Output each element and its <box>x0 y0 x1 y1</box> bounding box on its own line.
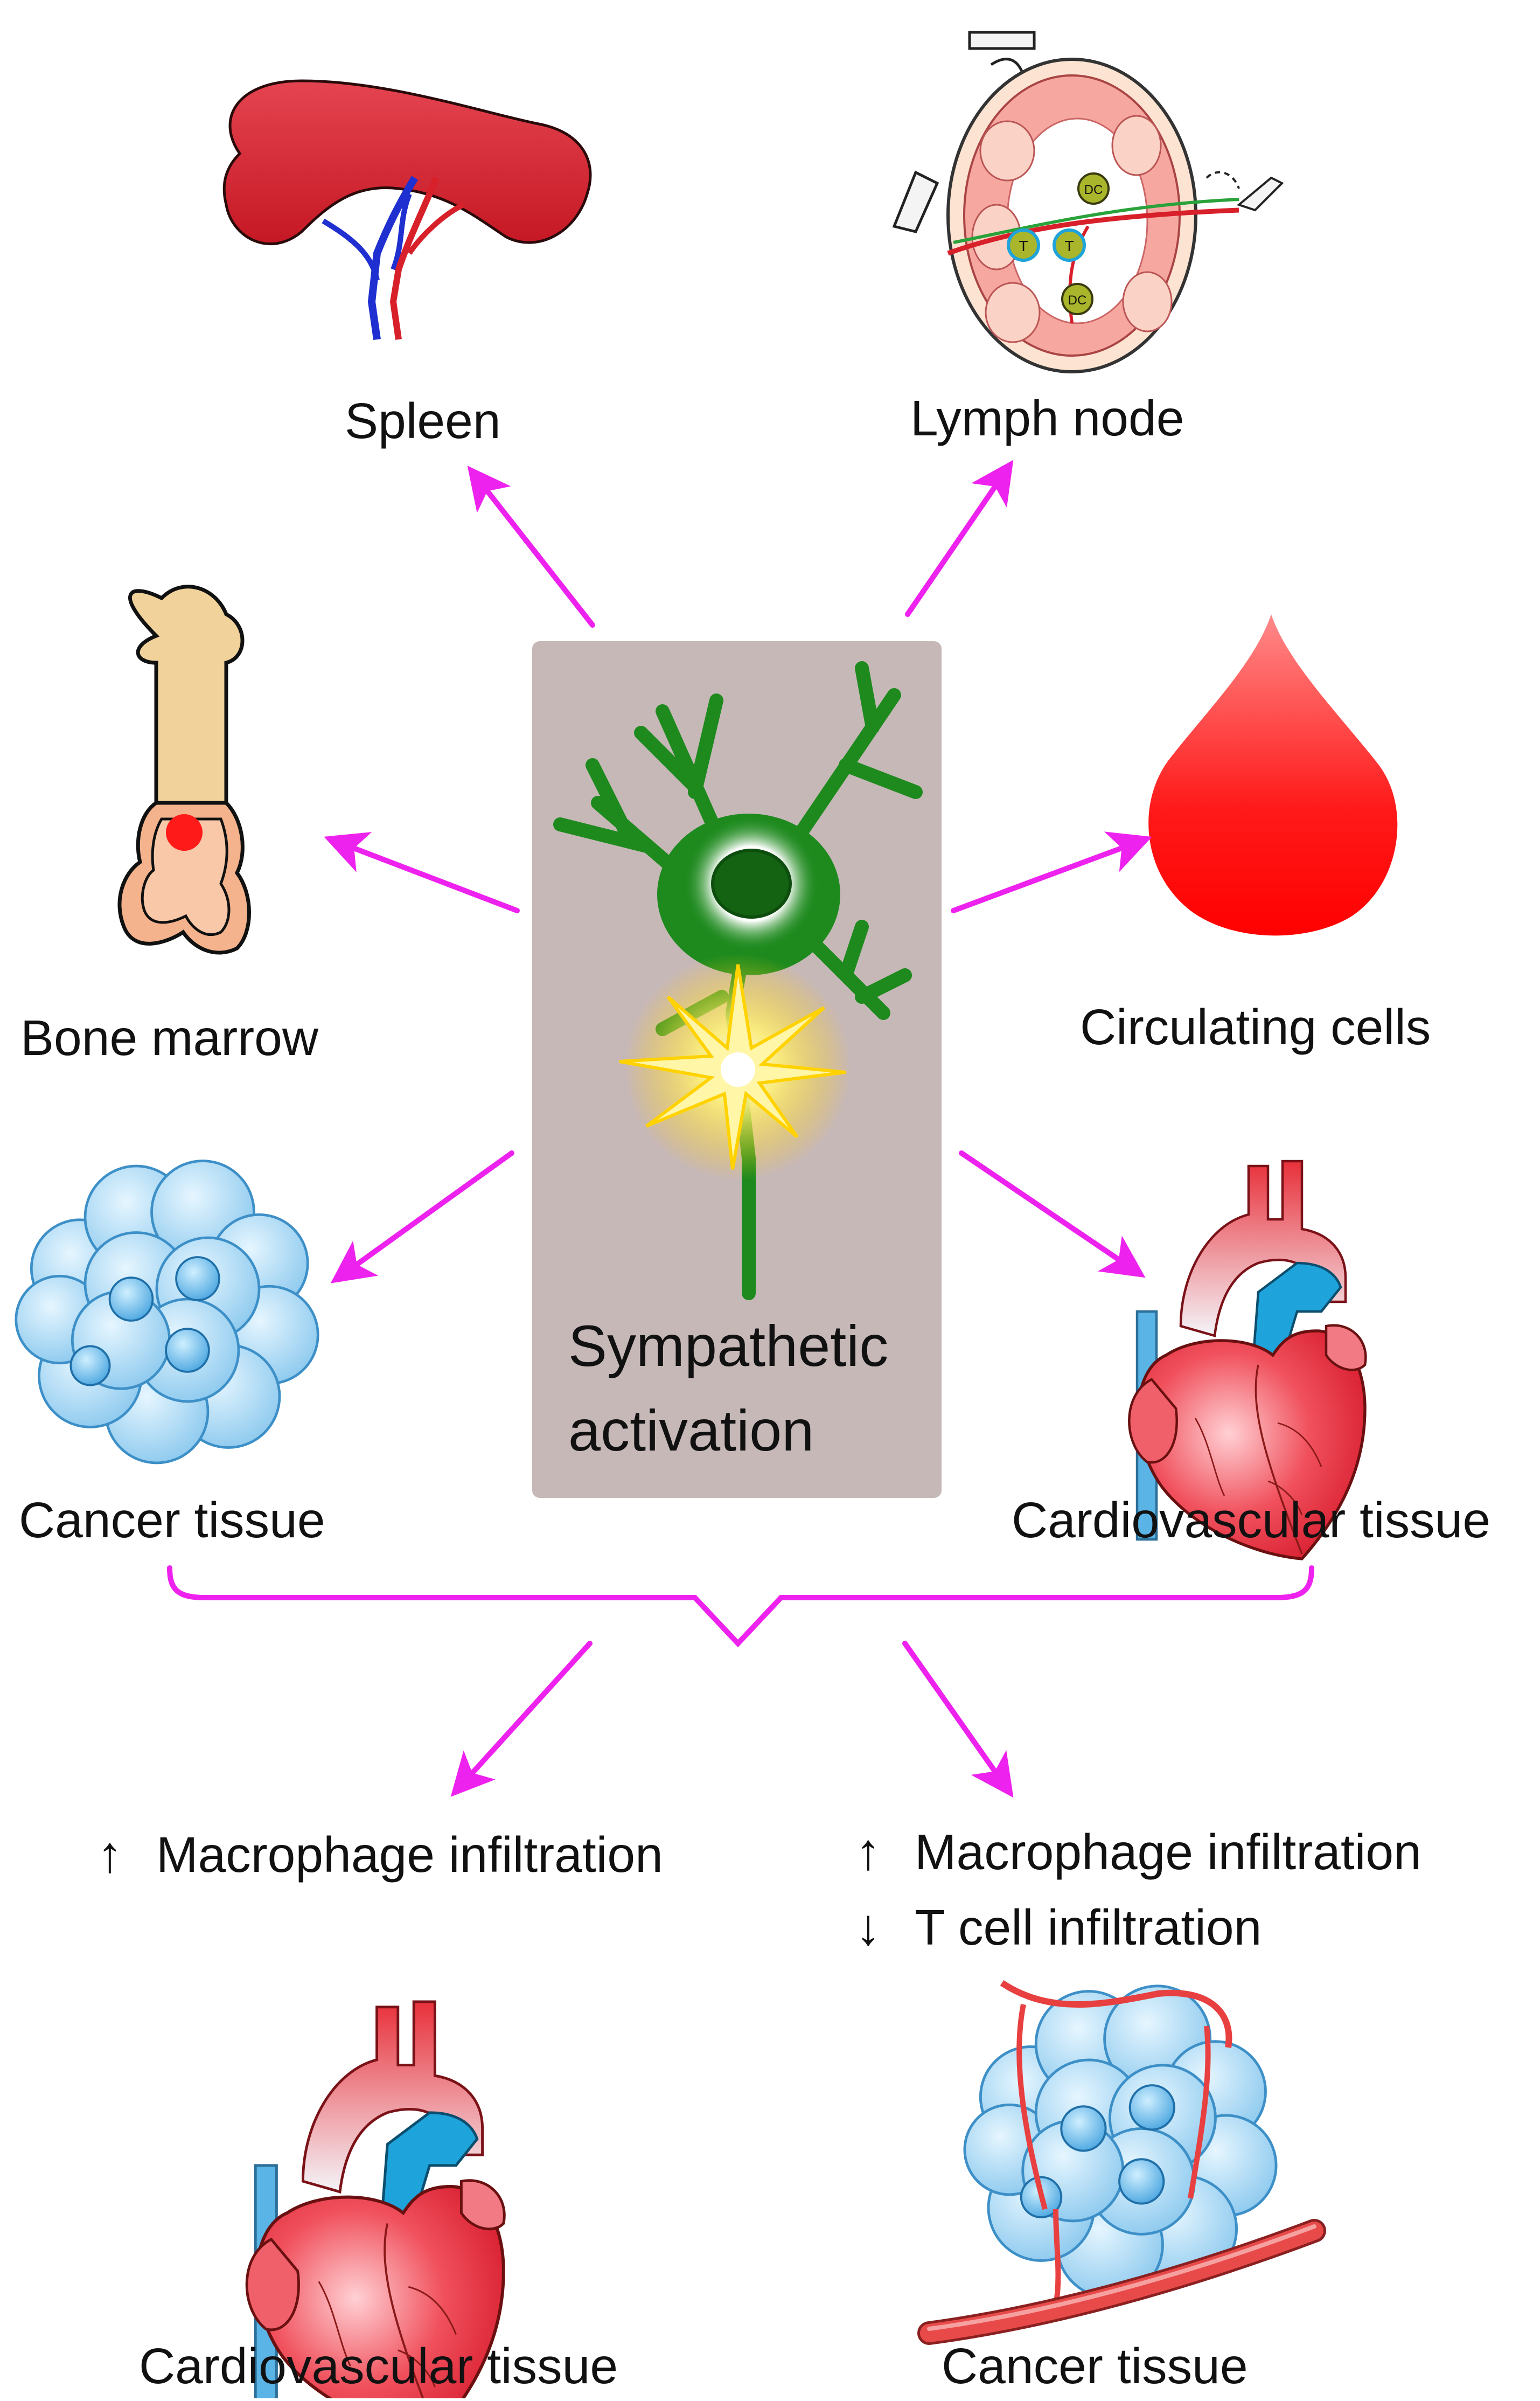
center-label-line2: activation <box>568 1397 814 1463</box>
combining-brace <box>167 1565 1314 1648</box>
arrow-to-lymph-node <box>905 460 1014 617</box>
arrows <box>167 460 1314 1798</box>
cancer-outcome-illustration <box>917 1980 1326 2345</box>
label-lymph-node: Lymph node <box>910 390 1184 446</box>
label-circulating-cells: Circulating cells <box>1080 999 1431 1055</box>
label-cancer-tissue: Cancer tissue <box>19 1492 325 1548</box>
center-label-line1: Sympathetic <box>568 1313 889 1378</box>
arrow-to-bone-marrow <box>324 832 520 913</box>
cardio-effect-1-text: Macrophage infiltration <box>156 1827 663 1883</box>
lymph-node-illustration: DC DC T T <box>892 31 1284 373</box>
activation-flash <box>619 954 851 1180</box>
arrow-to-cancer-outcome <box>902 1641 1014 1798</box>
bone-marrow-illustration <box>117 585 251 955</box>
arrow-to-cardiovascular-tissue <box>959 1150 1146 1278</box>
cancer-effect-1-text: Macrophage infiltration <box>915 1824 1421 1880</box>
label-spleen: Spleen <box>345 393 501 449</box>
label-cardio-outcome-tissue: Cardiovascular tissue <box>139 2338 618 2394</box>
arrow-to-spleen <box>467 466 595 628</box>
cardio-effect-1: ↑ Macrophage infiltration <box>97 1829 663 1880</box>
center-label: Sympathetic activation <box>568 1304 888 1473</box>
cancer-tissue-illustration <box>16 1161 318 1463</box>
up-arrow-icon: ↑ <box>855 1823 881 1880</box>
t-cell-label-2: T <box>1064 238 1074 254</box>
arrow-to-cardio-outcome <box>450 1641 593 1797</box>
label-bone-marrow: Bone marrow <box>20 1010 319 1066</box>
cancer-effect-2-text: T cell infiltration <box>915 1899 1262 1955</box>
arrow-to-circulating-cells <box>951 831 1152 913</box>
label-cardiovascular-tissue: Cardiovascular tissue <box>1012 1492 1491 1548</box>
dc-cell-label-2: DC <box>1068 293 1087 308</box>
up-arrow-icon: ↑ <box>97 1826 123 1883</box>
cancer-effect-1: ↑Macrophage infiltration <box>855 1827 1421 1878</box>
label-cancer-outcome-tissue: Cancer tissue <box>942 2338 1248 2394</box>
t-cell-label: T <box>1019 238 1028 254</box>
cancer-effect-2: ↓ T cell infiltration <box>855 1902 1262 1953</box>
spleen-illustration <box>222 79 592 340</box>
blood-drop-illustration <box>1148 614 1398 936</box>
dc-cell-label: DC <box>1084 183 1103 197</box>
arrow-to-cancer-tissue <box>330 1150 514 1283</box>
down-arrow-icon: ↓ <box>855 1899 881 1956</box>
